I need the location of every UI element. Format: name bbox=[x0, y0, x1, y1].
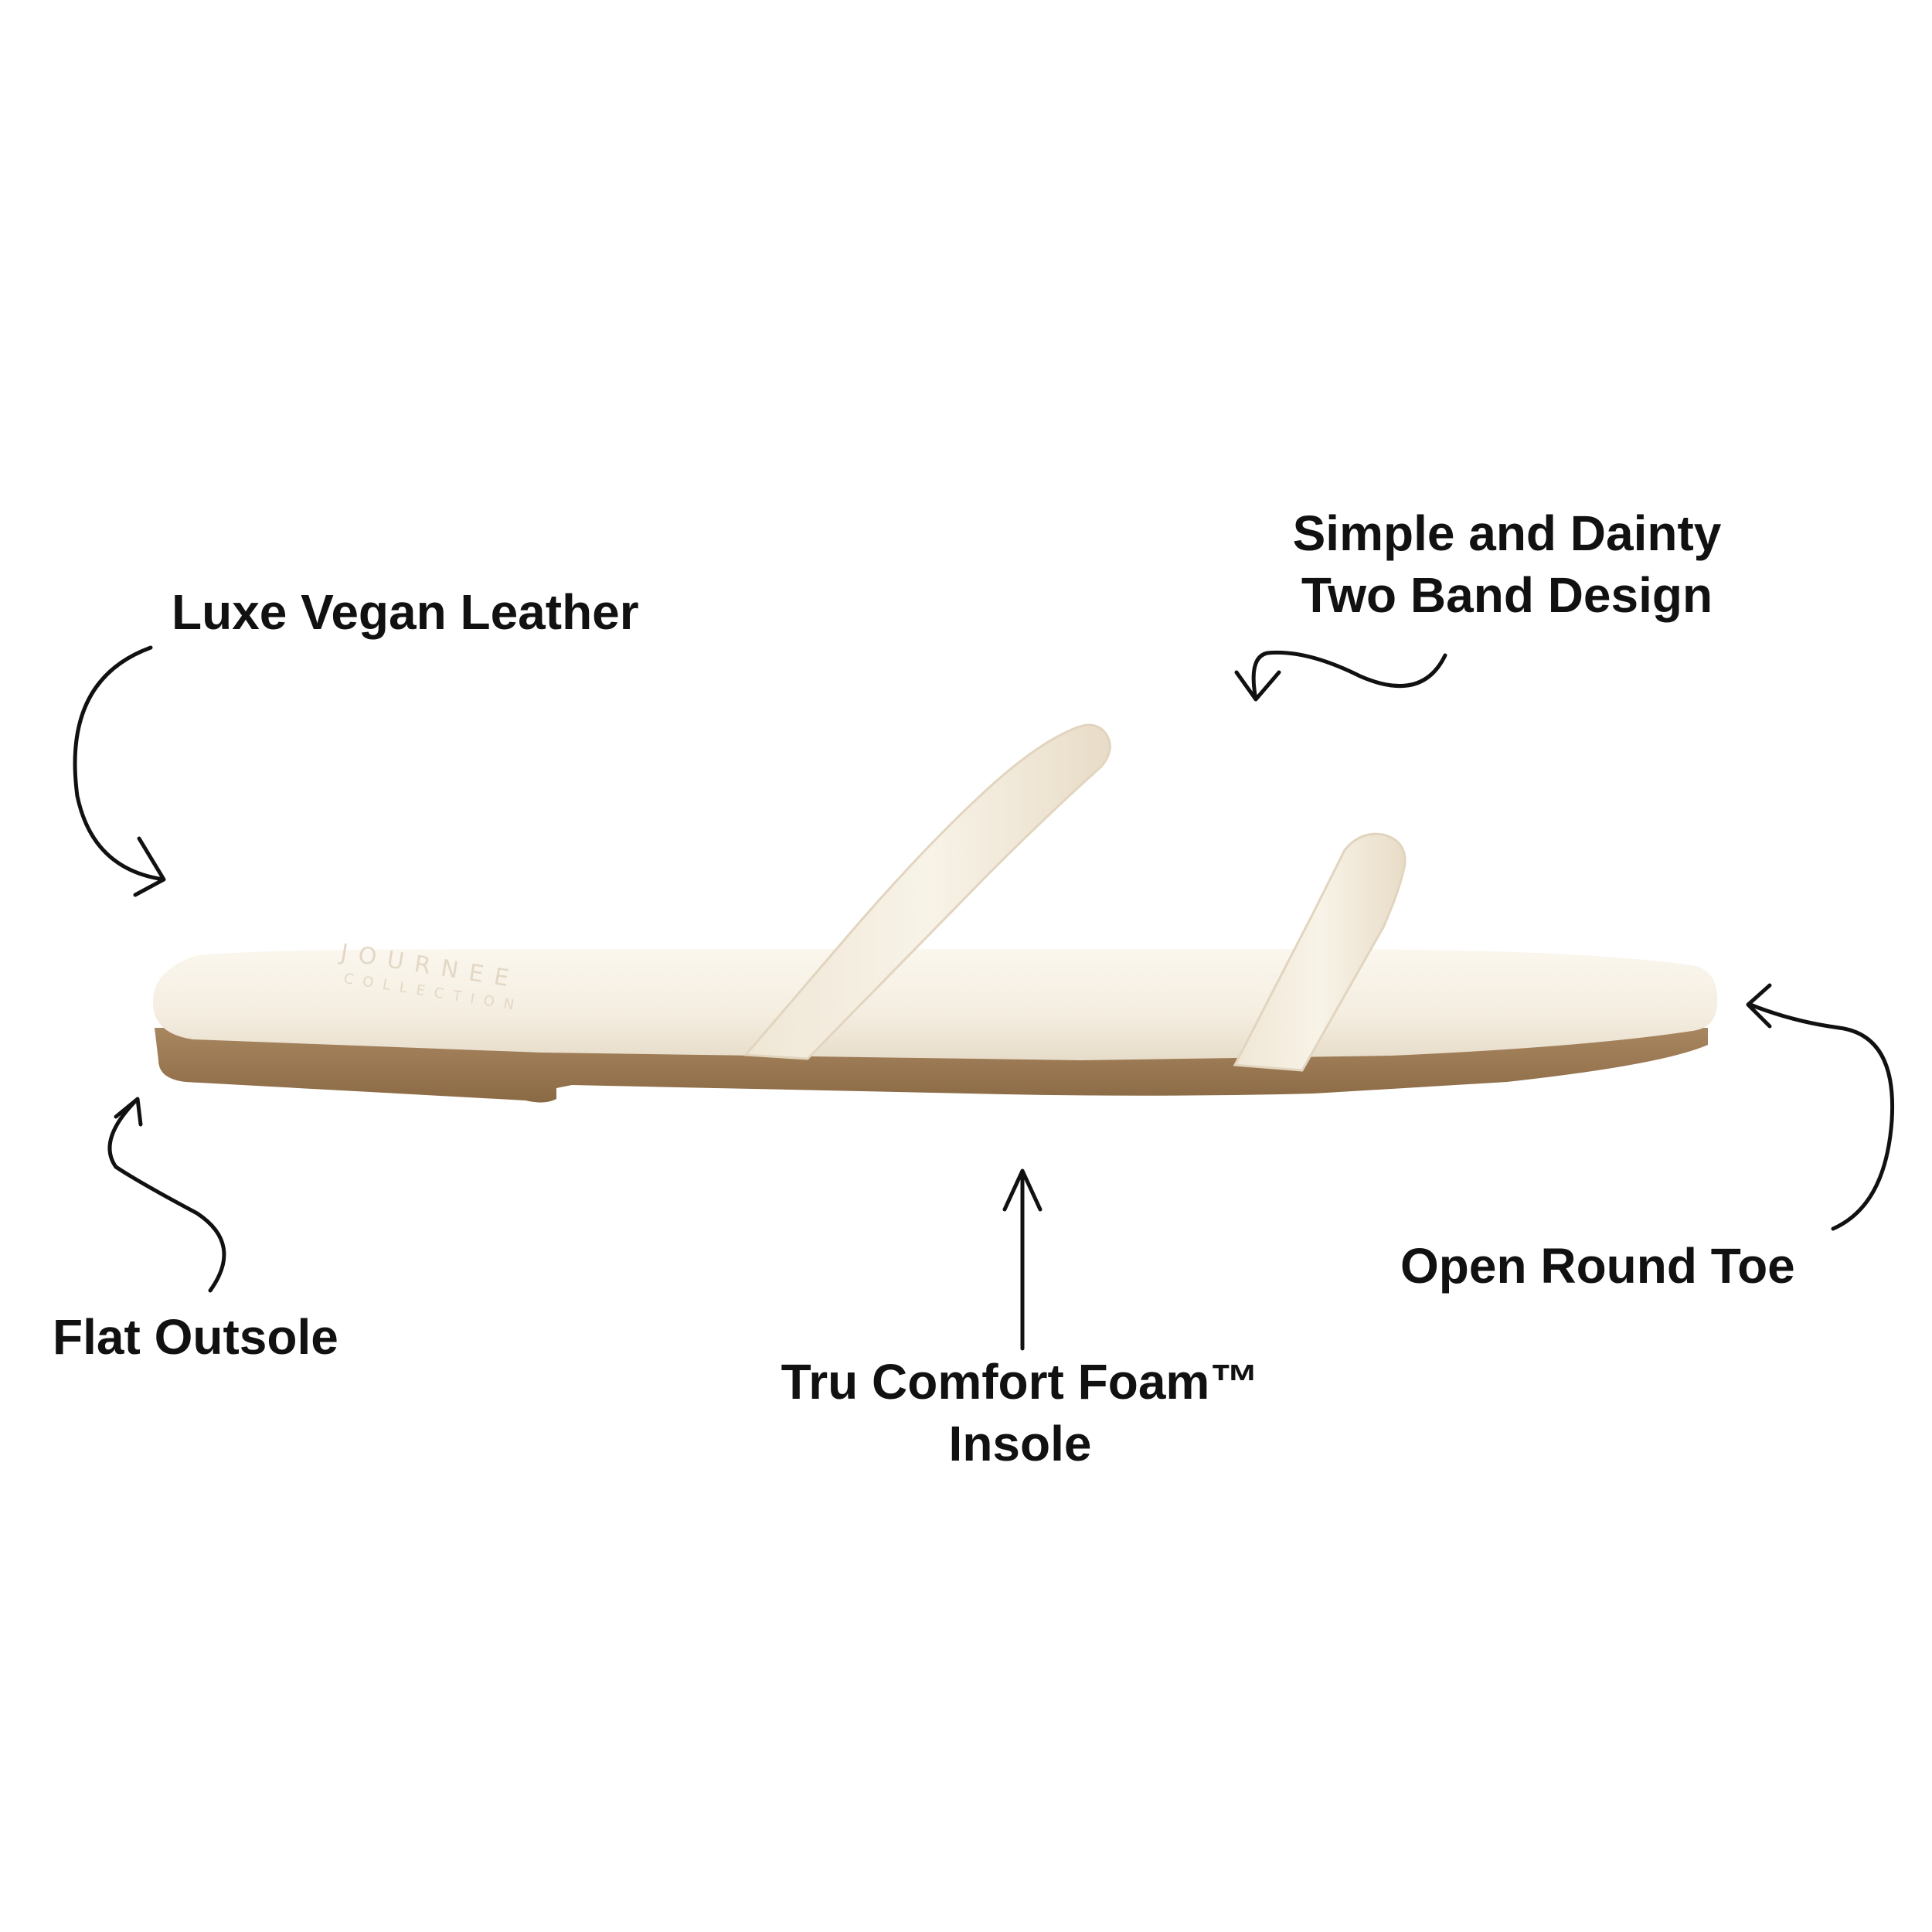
arrow-luxe-vegan-leather bbox=[73, 645, 166, 897]
arrow-open-round-toe bbox=[1746, 983, 1895, 1231]
callout-flat-outsole: Flat Outsole bbox=[53, 1309, 338, 1365]
callout-luxe-vegan-leather: Luxe Vegan Leather bbox=[172, 584, 639, 640]
callout-insole-line2: Insole bbox=[948, 1416, 1092, 1471]
rear-strap bbox=[743, 723, 1111, 1060]
front-strap bbox=[1233, 832, 1406, 1072]
arrow-two-band-design bbox=[1234, 650, 1447, 702]
callout-two-band-line2: Two Band Design bbox=[1301, 567, 1713, 623]
callout-two-band-design: Simple and Dainty Two Band Design bbox=[1267, 502, 1747, 626]
callout-open-round-toe: Open Round Toe bbox=[1400, 1238, 1795, 1294]
callout-tru-comfort-insole: Tru Comfort Foam™ Insole bbox=[757, 1351, 1283, 1475]
arrow-flat-outsole bbox=[107, 1097, 226, 1293]
callout-two-band-line1: Simple and Dainty bbox=[1292, 505, 1722, 561]
arrow-tru-comfort-insole bbox=[1002, 1168, 1043, 1351]
callout-insole-line1: Tru Comfort Foam™ bbox=[781, 1354, 1260, 1410]
